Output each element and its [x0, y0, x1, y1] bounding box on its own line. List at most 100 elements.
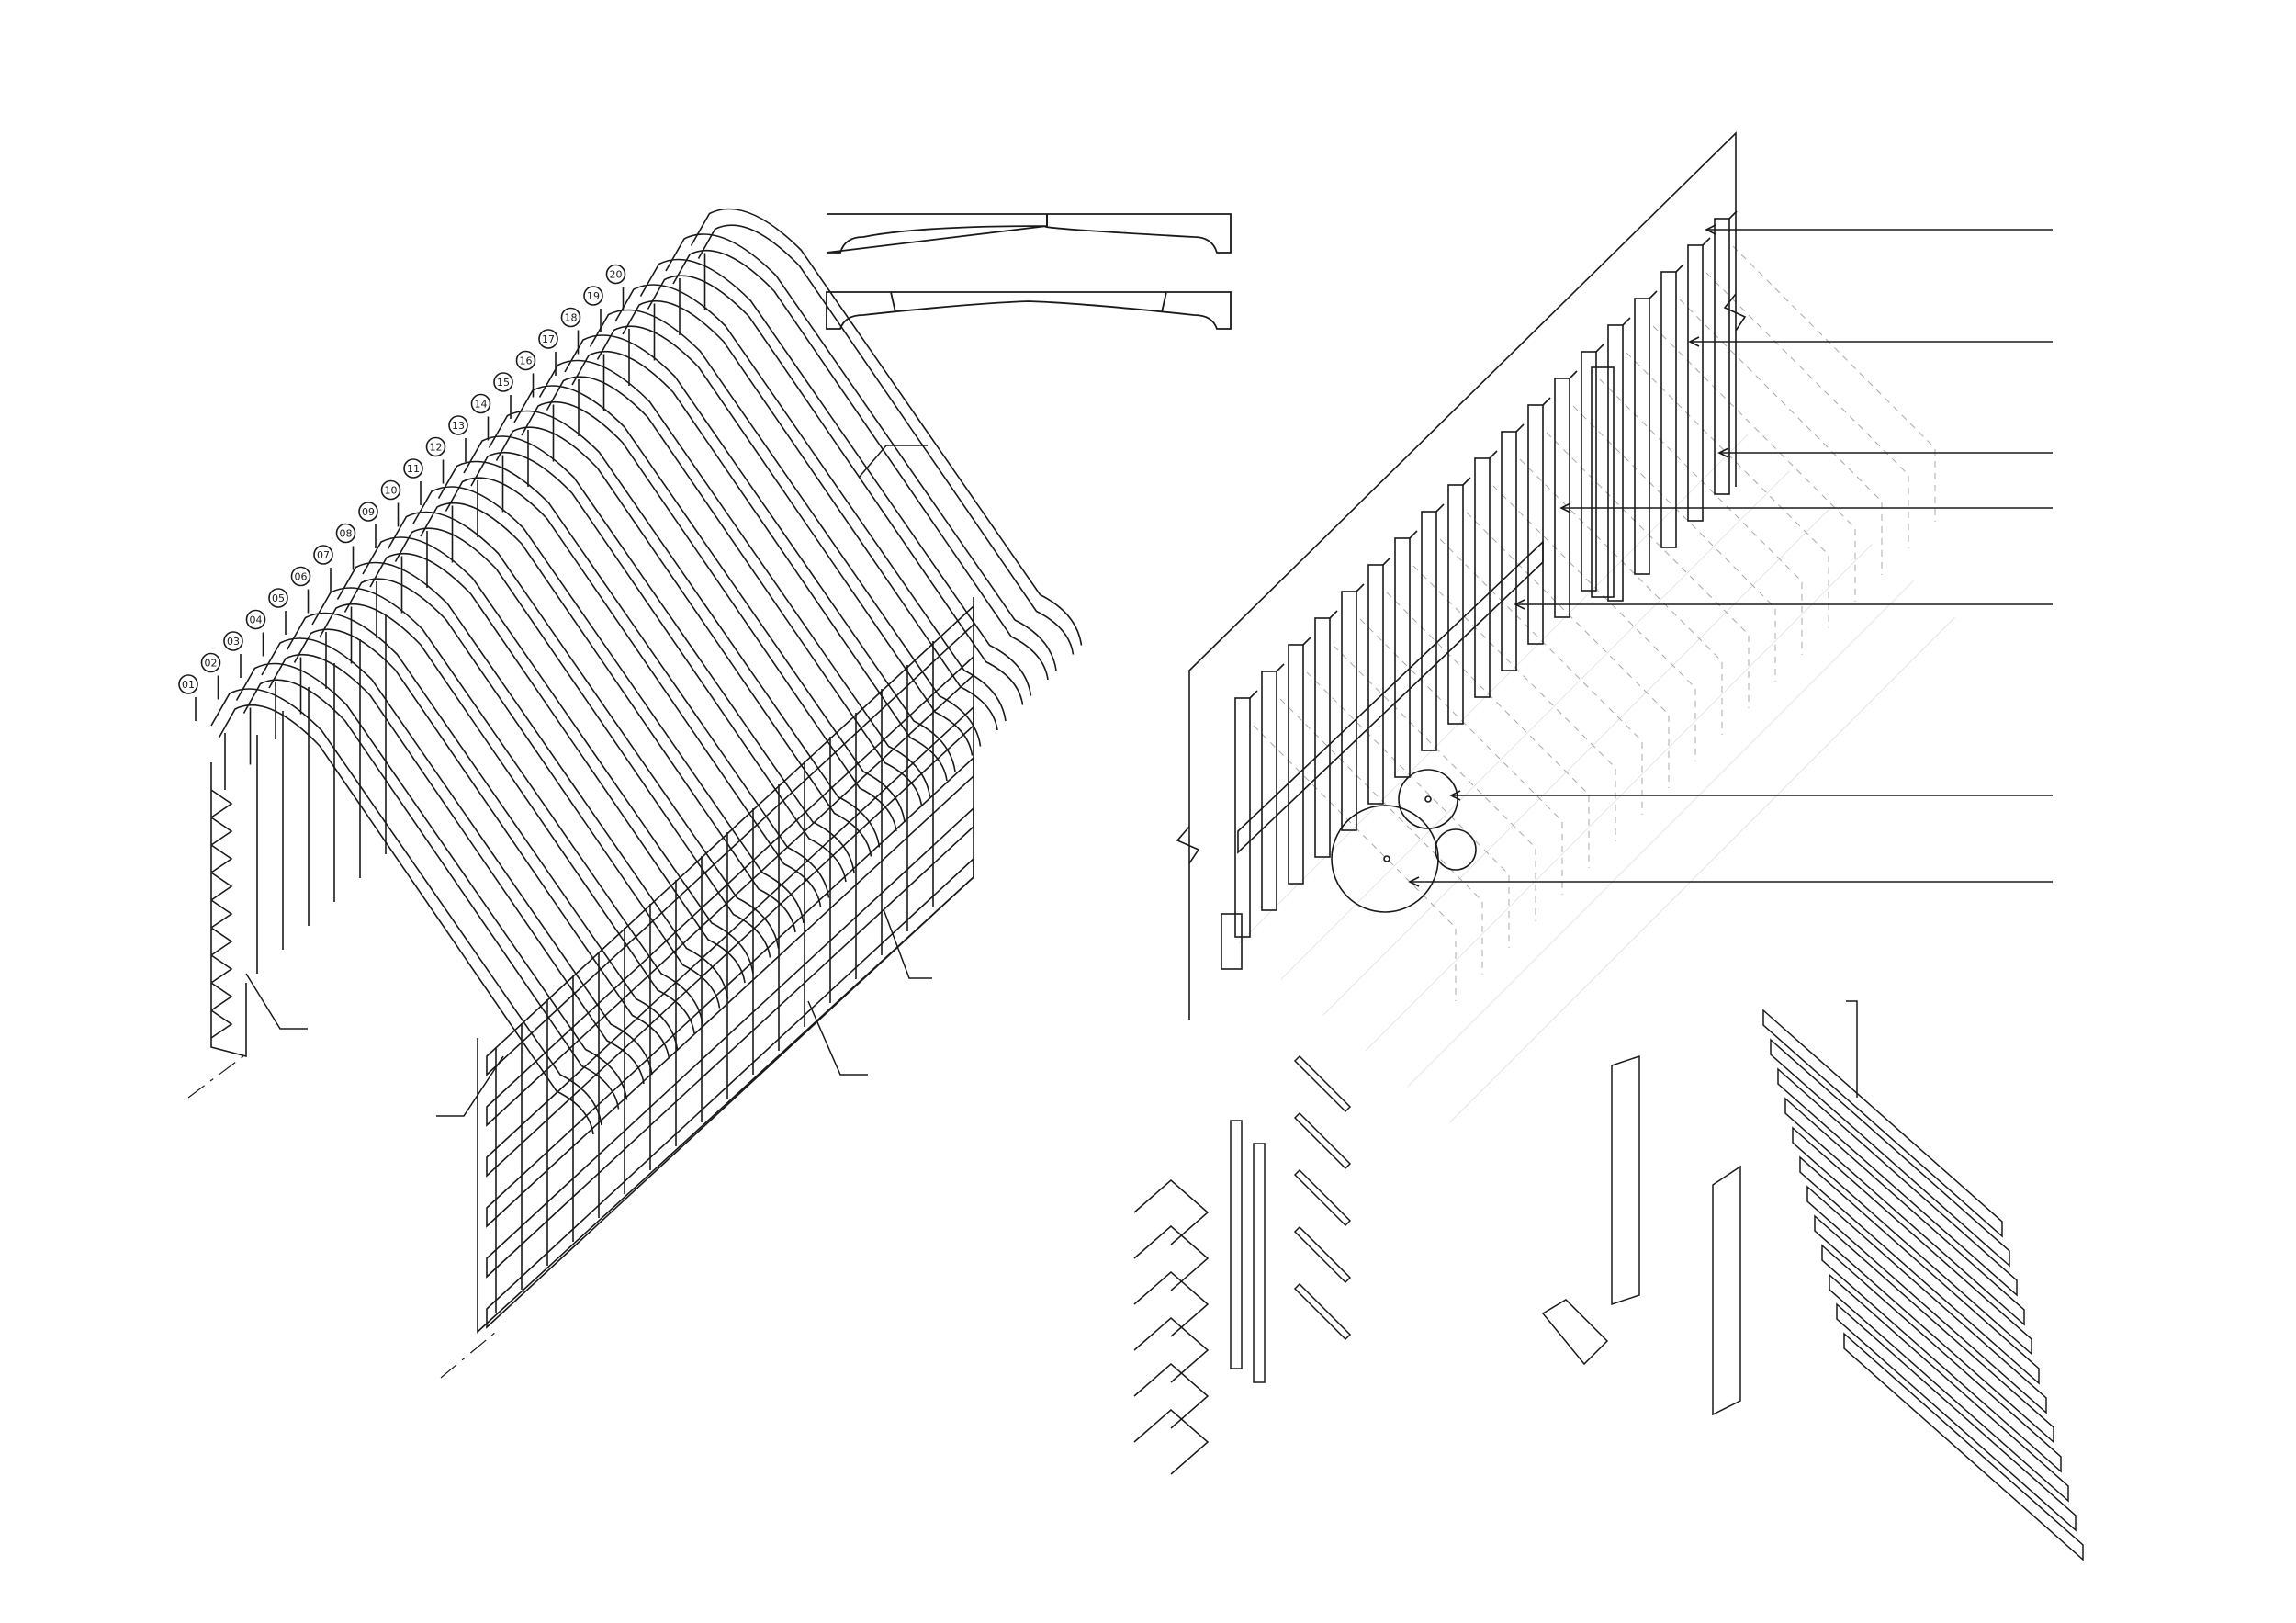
- roof-rib-inner: [293, 628, 670, 1059]
- right-shelf-wall: [477, 597, 974, 1334]
- fin: [1714, 218, 1730, 495]
- fin: [1447, 484, 1464, 725]
- post-panel-a: [1611, 1054, 1640, 1306]
- gridline-label: 10: [385, 485, 398, 497]
- axis-line-left: [187, 1055, 244, 1099]
- gridline-label: 02: [205, 658, 218, 670]
- roof-rib-inner: [242, 679, 620, 1110]
- ghost-frame: [1253, 725, 1457, 1001]
- fin-edge: [1728, 210, 1738, 220]
- slat: [1792, 1126, 2032, 1356]
- ghost-frame: [1279, 698, 1483, 975]
- gridline-bubble: [448, 415, 468, 435]
- slat: [1784, 1097, 2025, 1326]
- roof-rib-inner: [546, 376, 923, 806]
- left-stepped-wall: [210, 615, 387, 1058]
- right-wall-outline: [477, 597, 974, 1334]
- shelf-plank: [1293, 1111, 1352, 1170]
- leader-arrow: [1717, 447, 1729, 458]
- axis-line-bottom: [440, 1331, 497, 1379]
- roof-rib-inner: [470, 452, 847, 883]
- fin-edge: [1542, 397, 1551, 406]
- leader-arrow: [1449, 790, 1461, 801]
- slat: [1770, 1038, 2010, 1268]
- fin: [1314, 617, 1331, 858]
- roof-rib: [311, 587, 703, 1025]
- left-wall-step: [210, 872, 233, 901]
- roof-rib: [589, 309, 982, 747]
- leader-corner: [436, 1055, 504, 1117]
- shelf-beam: [486, 806, 974, 1279]
- longitudinal-beams: [486, 604, 974, 1329]
- rib-profile-2: [826, 291, 1232, 330]
- wall-section-axonometric: [1176, 131, 2053, 1139]
- fin: [1634, 298, 1650, 575]
- gridline-label: 13: [452, 420, 465, 432]
- gridline-label: 04: [250, 614, 263, 626]
- label-leader: [1846, 1000, 1858, 1098]
- gridline-label: 12: [430, 442, 443, 454]
- fin: [1501, 431, 1517, 671]
- roof-rib-inner: [521, 401, 897, 832]
- break-mark-left: [1176, 826, 1200, 864]
- leader-base: [807, 1000, 868, 1076]
- roof-rib-inner: [394, 527, 771, 958]
- roof-rib: [437, 460, 830, 898]
- left-wall-step: [210, 899, 233, 929]
- fin-edge: [1622, 317, 1631, 326]
- roof-rib-inner: [622, 300, 998, 731]
- fin: [1394, 537, 1411, 778]
- circle-dot-a: [1383, 855, 1390, 862]
- gridline-label: 09: [362, 506, 375, 518]
- ladder-rail-a: [1230, 1120, 1243, 1369]
- left-wall-step: [210, 954, 233, 984]
- roof-rib: [690, 208, 1083, 646]
- roof-rib-frames: [210, 208, 1083, 1135]
- diagonal-ledger-beam: [1237, 540, 1544, 854]
- roof-rib-inner: [445, 477, 822, 907]
- roof-rib: [235, 662, 628, 1100]
- shelf-beam: [486, 604, 974, 1076]
- ghost-frame: [1466, 512, 1670, 788]
- roof-rib: [210, 688, 602, 1126]
- small-block: [1541, 1299, 1609, 1366]
- roof-rib: [639, 258, 1032, 696]
- circle-small: [1435, 828, 1477, 871]
- gridline-bubble: [313, 545, 333, 565]
- fin: [1527, 404, 1544, 645]
- ghost-frame: [1359, 618, 1563, 895]
- rib-profile-2-joint-a: [890, 291, 896, 313]
- left-wall-step: [210, 982, 233, 1011]
- roof-rib-inner: [420, 502, 796, 933]
- vertical-fins: [1221, 210, 1738, 970]
- exploded-components-set-b: [1541, 1000, 2084, 1561]
- rib-profile-2-joint-b: [1161, 291, 1167, 313]
- gridline-bubble: [493, 372, 513, 392]
- gridline-label: 19: [587, 290, 600, 302]
- fin-edge: [1649, 290, 1658, 299]
- slat: [1843, 1332, 2084, 1561]
- roof-rib: [412, 486, 805, 924]
- exploded-components-set-a: [1133, 1054, 1352, 1475]
- ghost-frame: [1705, 272, 1909, 548]
- gridline-bubble: [200, 652, 221, 673]
- roof-rib: [463, 435, 855, 873]
- fin: [1607, 324, 1624, 602]
- gridline-label: 07: [317, 549, 330, 561]
- slat: [1829, 1273, 2069, 1503]
- fin: [1660, 271, 1677, 548]
- ghost-frame: [1439, 538, 1643, 815]
- gridline-bubble: [245, 609, 266, 630]
- fin: [1367, 564, 1384, 805]
- shelf-beam: [486, 705, 974, 1178]
- break-mark-right: [1723, 293, 1747, 332]
- left-wall-step: [210, 1009, 233, 1039]
- fin: [1554, 378, 1570, 618]
- slat: [1799, 1155, 2040, 1385]
- gridline-label: 18: [565, 312, 578, 324]
- roof-rib: [387, 511, 780, 949]
- left-wall-step: [210, 844, 233, 873]
- left-wall-outline: [210, 762, 247, 1058]
- fin: [1341, 591, 1357, 831]
- slat: [1762, 1009, 2003, 1238]
